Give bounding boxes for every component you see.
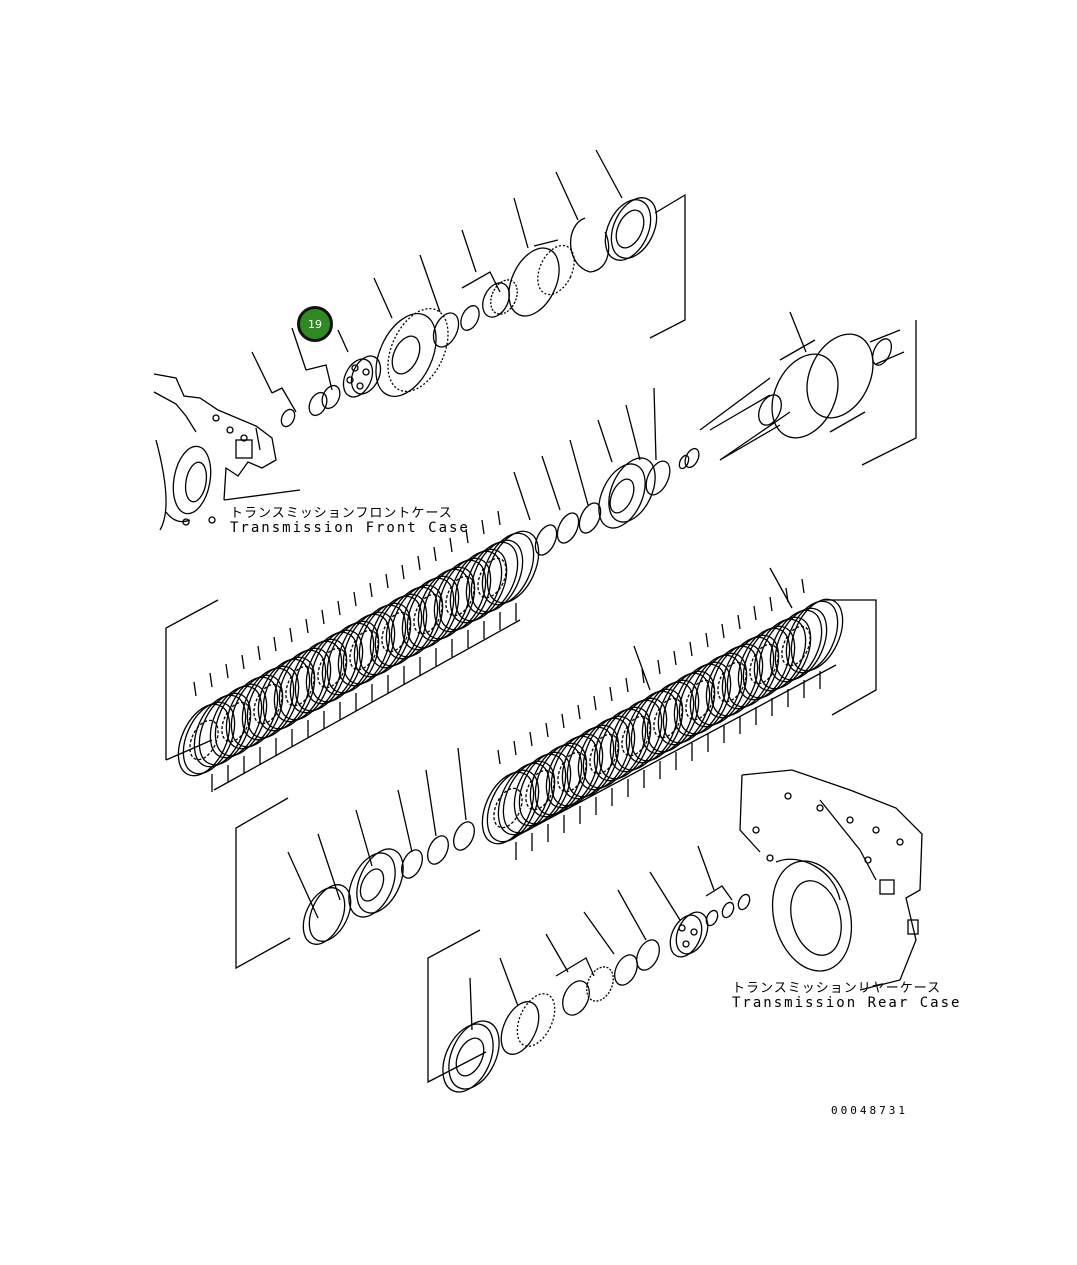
- lower-clutch-pack-frame: [512, 567, 877, 839]
- leader-tick: [289, 627, 293, 643]
- leader-tick: [721, 623, 725, 639]
- clutch-disc: [769, 609, 823, 683]
- upper-clutch-pack: [177, 510, 540, 792]
- drawing-number: 00048731: [831, 1104, 908, 1117]
- leader-tick: [753, 605, 757, 621]
- bearing-19: [342, 355, 382, 398]
- leader-tick: [433, 546, 437, 562]
- upper-open-snap-ring: [569, 217, 610, 273]
- upper-hub-gear: [508, 239, 575, 317]
- upper-gear: [375, 307, 449, 398]
- clutch-disc-hub: [493, 787, 523, 829]
- lower-clutch-pack: [481, 578, 844, 860]
- rear-case-housing: [739, 769, 923, 991]
- leader-tick: [273, 636, 277, 652]
- part-callout-19[interactable]: 19: [297, 306, 333, 342]
- leader-tick: [241, 654, 245, 670]
- leader-tick: [577, 704, 581, 720]
- leader-tick: [785, 587, 789, 603]
- upper-group-frame: [649, 193, 686, 339]
- upper-thrust-plate: [604, 197, 658, 261]
- leader-tick: [193, 681, 197, 697]
- leader-tick: [497, 749, 501, 765]
- leader-tick: [593, 695, 597, 711]
- leader-tick: [673, 650, 677, 666]
- leader-tick: [689, 641, 693, 657]
- leader-tick: [385, 573, 389, 589]
- clutch-disc-edge: [486, 530, 540, 604]
- leader-tick: [321, 609, 325, 625]
- leader-tick: [801, 578, 805, 594]
- leader-tick: [609, 686, 613, 702]
- upper-clutch-pack-frame: [165, 599, 521, 791]
- leader-tick: [529, 731, 533, 747]
- clutch-disc-edge: [470, 539, 524, 613]
- leader-tick: [449, 537, 453, 553]
- front-case-label-en: Transmission Front Case: [230, 520, 470, 536]
- clutch-disc-hub: [221, 701, 251, 743]
- needle-bearings-upper: [482, 279, 518, 318]
- leader-tick: [641, 668, 645, 684]
- clutch-disc: [481, 532, 535, 606]
- front-case-housing: [153, 373, 301, 531]
- leader-tick: [769, 596, 773, 612]
- clutch-disc-edge: [790, 598, 844, 672]
- middle-piston: [534, 457, 671, 556]
- clutch-disc-hub: [189, 719, 219, 761]
- leader-tick: [401, 564, 405, 580]
- leader-tick: [257, 645, 261, 661]
- leader-tick: [369, 582, 373, 598]
- middle-leader-lines: [513, 387, 657, 521]
- lower-right-group: [427, 845, 751, 1093]
- leader-tick: [545, 722, 549, 738]
- leader-tick: [561, 713, 565, 729]
- lower-left-group: [235, 747, 475, 970]
- leader-tick: [465, 528, 469, 544]
- leader-tick: [481, 519, 485, 535]
- leader-tick: [209, 672, 213, 688]
- upper-leader-lines: [251, 149, 623, 413]
- callout-number: 19: [308, 317, 322, 331]
- rear-case-label-jp: トランスミッションリヤーケース: [732, 981, 942, 996]
- clutch-disc: [465, 541, 519, 615]
- leader-tick: [417, 555, 421, 571]
- front-case-label-jp: トランスミッションフロントケース: [230, 506, 453, 521]
- leader-tick: [705, 632, 709, 648]
- upper-small-rings: [280, 305, 480, 428]
- leader-tick: [497, 510, 501, 526]
- leader-tick: [225, 663, 229, 679]
- leader-tick: [337, 600, 341, 616]
- leader-tick: [657, 659, 661, 675]
- clutch-shaft-assembly: [678, 311, 917, 470]
- leader-tick: [353, 591, 357, 607]
- leader-tick: [737, 614, 741, 630]
- leader-tick: [513, 740, 517, 756]
- rear-case-label-en: Transmission Rear Case: [732, 995, 962, 1011]
- leader-tick: [625, 677, 629, 693]
- clutch-disc: [785, 600, 839, 674]
- leader-tick: [305, 618, 309, 634]
- clutch-disc-edge: [774, 607, 828, 681]
